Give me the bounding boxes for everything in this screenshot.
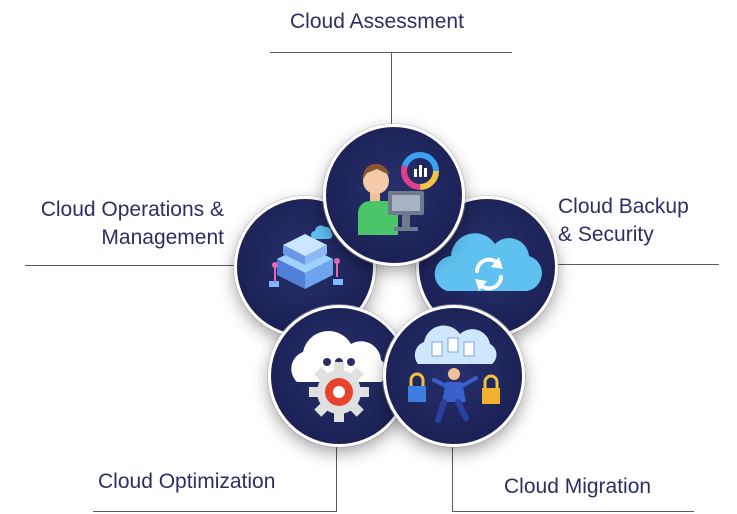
circle-cloud-assessment (323, 124, 465, 266)
label-cloud-backup-line2: & Security (558, 223, 654, 246)
cloud-gear-icon (291, 331, 387, 422)
circle-cloud-migration (383, 305, 525, 447)
label-cloud-operations: Cloud Operations & Management (0, 196, 224, 252)
backup-underline (552, 264, 719, 265)
label-cloud-backup-line1: Cloud Backup (558, 195, 689, 218)
label-cloud-optimization: Cloud Optimization (98, 470, 276, 493)
label-cloud-operations-line2: Management (101, 226, 224, 249)
label-cloud-migration: Cloud Migration (504, 475, 652, 498)
operations-underline (25, 265, 240, 266)
assessment-connector (391, 52, 392, 128)
optimization-connector (336, 438, 337, 512)
label-cloud-backup: Cloud Backup & Security (558, 193, 689, 249)
person-migrating-data-icon (408, 325, 500, 423)
cloud-sync-icon (434, 233, 542, 291)
server-stack-icon (269, 225, 343, 289)
migration-underline (452, 511, 694, 512)
label-cloud-assessment: Cloud Assessment (290, 10, 464, 33)
label-cloud-operations-line1: Cloud Operations & (40, 198, 224, 221)
optimization-underline (93, 511, 337, 512)
migration-connector (452, 438, 453, 512)
analyst-at-computer-icon (358, 152, 439, 235)
